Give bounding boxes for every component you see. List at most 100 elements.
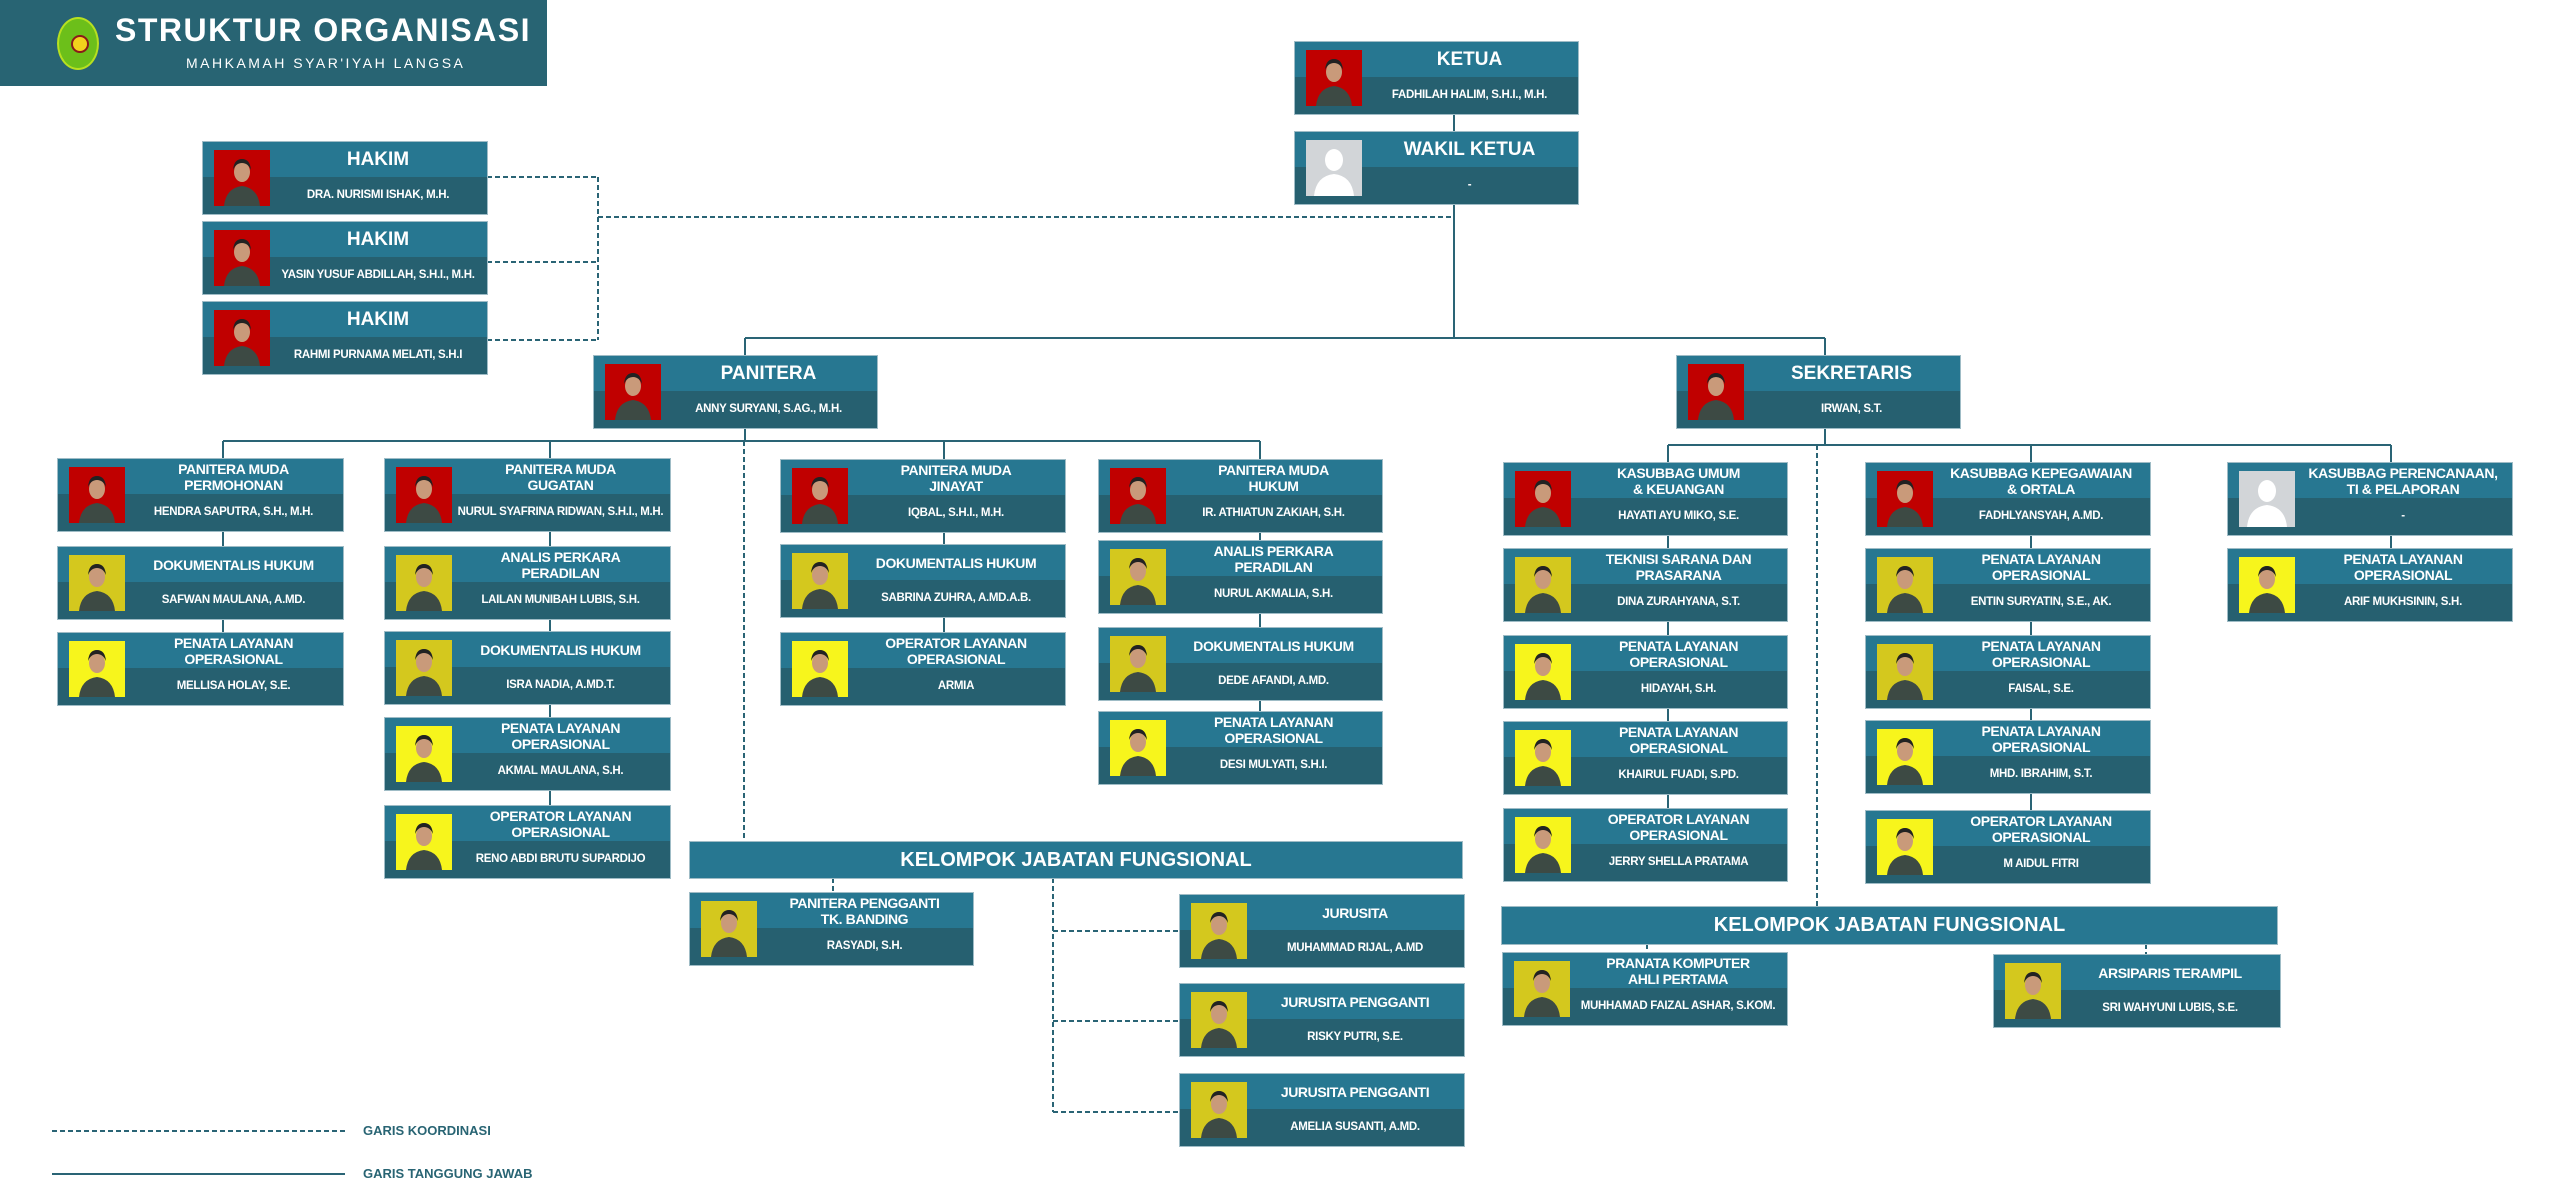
position-card-c6r2: PENATA LAYANAN OPERASIONAL ENTIN SURYATI… xyxy=(1866,549,2150,621)
position-title: PANITERA MUDA JINAYAT xyxy=(900,461,1012,494)
position-title: JURUSITA PENGGANTI xyxy=(1280,1083,1430,1100)
staff-photo xyxy=(1306,50,1362,106)
position-card-c2r4: PENATA LAYANAN OPERASIONAL AKMAL MAULANA… xyxy=(385,718,670,790)
staff-photo xyxy=(1110,549,1166,605)
staff-name: MUHAMMAD RIJAL, A.MD xyxy=(1286,942,1424,954)
staff-photo xyxy=(2239,557,2295,613)
position-title: PENATA LAYANAN OPERASIONAL xyxy=(1618,723,1739,756)
staff-name: AKMAL MAULANA, S.H. xyxy=(497,765,624,777)
position-title: DOKUMENTALIS HUKUM xyxy=(480,641,641,658)
staff-photo xyxy=(792,641,848,697)
position-card-ketua: KETUA FADHILAH HALIM, S.H.I., M.H. xyxy=(1295,42,1578,114)
staff-photo xyxy=(1110,468,1166,524)
staff-name: KHAIRUL FUADI, S.PD. xyxy=(1618,769,1739,781)
staff-name: ANNY SURYANI, S.AG., M.H. xyxy=(695,403,842,415)
staff-name: ENTIN SURYATIN, S.E., AK. xyxy=(1970,596,2112,608)
position-title: JURUSITA xyxy=(1322,904,1388,921)
position-title: PANITERA xyxy=(720,362,817,384)
staff-photo xyxy=(2005,963,2061,1019)
staff-photo xyxy=(1515,817,1571,873)
staff-name: FADHILAH HALIM, S.H.I., M.H. xyxy=(1391,89,1548,101)
position-title: PENATA LAYANAN OPERASIONAL xyxy=(1981,550,2101,583)
position-title: ANALIS PERKARA PERADILAN xyxy=(500,548,621,581)
position-title: DOKUMENTALIS HUKUM xyxy=(1193,637,1354,654)
staff-name: IR. ATHIATUN ZAKIAH, S.H. xyxy=(1202,507,1345,519)
position-card-c4r1: PANITERA MUDA HUKUM IR. ATHIATUN ZAKIAH,… xyxy=(1099,460,1382,532)
position-card-sekretaris: SEKRETARIS IRWAN, S.T. xyxy=(1677,356,1960,428)
staff-name: NURUL SYAFRINA RIDWAN, S.H.I., M.H. xyxy=(457,506,664,518)
position-card-c5r1: KASUBBAG UMUM & KEUANGAN HAYATI AYU MIKO… xyxy=(1504,463,1787,535)
staff-photo xyxy=(605,364,661,420)
staff-name: MUHHAMAD FAIZAL ASHAR, S.KOM. xyxy=(1580,1000,1776,1012)
staff-photo xyxy=(396,640,452,696)
position-card-c2r5: OPERATOR LAYANAN OPERASIONAL RENO ABDI B… xyxy=(385,806,670,878)
staff-name: ISRA NADIA, A.MD.T. xyxy=(506,679,615,691)
staff-name: DINA ZURAHYANA, S.T. xyxy=(1617,596,1740,608)
staff-name: MELLISA HOLAY, S.E. xyxy=(176,680,291,692)
staff-photo xyxy=(1191,992,1247,1048)
position-title: KETUA xyxy=(1436,48,1503,70)
position-title: HAKIM xyxy=(346,308,410,330)
position-card-c5r3: PENATA LAYANAN OPERASIONAL HIDAYAH, S.H. xyxy=(1504,636,1787,708)
staff-photo xyxy=(396,467,452,523)
staff-photo xyxy=(214,150,270,206)
staff-name: RISKY PUTRI, S.E. xyxy=(1307,1031,1403,1043)
position-title: HAKIM xyxy=(346,228,410,250)
page-title: STRUKTUR ORGANISASI xyxy=(115,12,532,48)
position-card-c3r3: OPERATOR LAYANAN OPERASIONAL ARMIA xyxy=(781,633,1065,705)
page-header: STRUKTUR ORGANISASI MAHKAMAH SYAR'IYAH L… xyxy=(0,0,547,86)
position-title: ANALIS PERKARA PERADILAN xyxy=(1213,542,1334,575)
staff-name: FAISAL, S.E. xyxy=(2008,683,2074,695)
position-card-c3r1: PANITERA MUDA JINAYAT IQBAL, S.H.I., M.H… xyxy=(781,460,1065,532)
staff-photo xyxy=(214,230,270,286)
position-title: PANITERA MUDA HUKUM xyxy=(1218,461,1329,494)
staff-name: HIDAYAH, S.H. xyxy=(1640,683,1717,695)
position-card-c6r5: OPERATOR LAYANAN OPERASIONAL M AIDUL FIT… xyxy=(1866,811,2150,883)
position-card-c1r2: DOKUMENTALIS HUKUM SAFWAN MAULANA, A.MD. xyxy=(58,547,343,619)
position-card-hakim2: HAKIM YASIN YUSUF ABDILLAH, S.H.I., M.H. xyxy=(203,222,487,294)
staff-photo xyxy=(792,553,848,609)
staff-name: DESI MULYATI, S.H.I. xyxy=(1219,759,1328,771)
staff-name: - xyxy=(1467,179,1472,191)
position-card-c7r1: KASUBBAG PERENCANAAN, TI & PELAPORAN - xyxy=(2228,463,2512,535)
position-title: PENATA LAYANAN OPERASIONAL xyxy=(173,634,294,667)
staff-photo xyxy=(1877,644,1933,700)
position-card-c6r4: PENATA LAYANAN OPERASIONAL MHD. IBRAHIM,… xyxy=(1866,721,2150,793)
position-card-c1r1: PANITERA MUDA PERMOHONAN HENDRA SAPUTRA,… xyxy=(58,459,343,531)
staff-name: ARMIA xyxy=(937,680,975,692)
position-card-hakim1: HAKIM DRA. NURISMI ISHAK, M.H. xyxy=(203,142,487,214)
position-title: ARSIPARIS TERAMPIL xyxy=(2098,964,2242,981)
position-title: PRANATA KOMPUTER AHLI PERTAMA xyxy=(1606,954,1750,987)
staff-name: YASIN YUSUF ABDILLAH, S.H.I., M.H. xyxy=(281,269,475,281)
functional-group-header: KELOMPOK JABATAN FUNGSIONAL xyxy=(1502,907,2277,944)
position-card-jp1: JURUSITA PENGGANTI RISKY PUTRI, S.E. xyxy=(1180,984,1464,1056)
position-card-c7r2: PENATA LAYANAN OPERASIONAL ARIF MUKHSINI… xyxy=(2228,549,2512,621)
staff-photo xyxy=(1515,557,1571,613)
position-title: DOKUMENTALIS HUKUM xyxy=(153,556,314,573)
position-title: OPERATOR LAYANAN OPERASIONAL xyxy=(1970,812,2112,845)
staff-name: ARIF MUKHSININ, S.H. xyxy=(2344,596,2462,608)
position-title: OPERATOR LAYANAN OPERASIONAL xyxy=(1607,810,1750,843)
staff-photo xyxy=(1191,903,1247,959)
position-card-c1r3: PENATA LAYANAN OPERASIONAL MELLISA HOLAY… xyxy=(58,633,343,705)
staff-name: M AIDUL FITRI xyxy=(2003,858,2079,870)
staff-photo xyxy=(1877,729,1933,785)
position-title: KASUBBAG UMUM & KEUANGAN xyxy=(1616,464,1741,497)
staff-photo xyxy=(396,555,452,611)
staff-name: - xyxy=(2401,510,2405,522)
staff-photo xyxy=(1515,730,1571,786)
staff-photo xyxy=(1877,819,1933,875)
staff-name: RAHMI PURNAMA MELATI, S.H.I xyxy=(293,349,463,361)
staff-photo xyxy=(1877,471,1933,527)
position-title: PENATA LAYANAN OPERASIONAL xyxy=(1981,637,2101,670)
staff-photo xyxy=(1514,961,1570,1017)
staff-name: DRA. NURISMI ISHAK, M.H. xyxy=(306,189,450,201)
court-logo-icon xyxy=(57,17,99,70)
staff-photo xyxy=(1191,1082,1247,1138)
position-card-c2r2: ANALIS PERKARA PERADILAN LAILAN MUNIBAH … xyxy=(385,547,670,619)
position-card-panitera: PANITERA ANNY SURYANI, S.AG., M.H. xyxy=(594,356,877,428)
functional-group-header: KELOMPOK JABATAN FUNGSIONAL xyxy=(690,842,1462,878)
position-title: TEKNISI SARANA DAN PRASARANA xyxy=(1605,550,1752,583)
position-card-jp2: JURUSITA PENGGANTI AMELIA SUSANTI, A.MD. xyxy=(1180,1074,1464,1146)
position-title: DOKUMENTALIS HUKUM xyxy=(875,554,1037,571)
